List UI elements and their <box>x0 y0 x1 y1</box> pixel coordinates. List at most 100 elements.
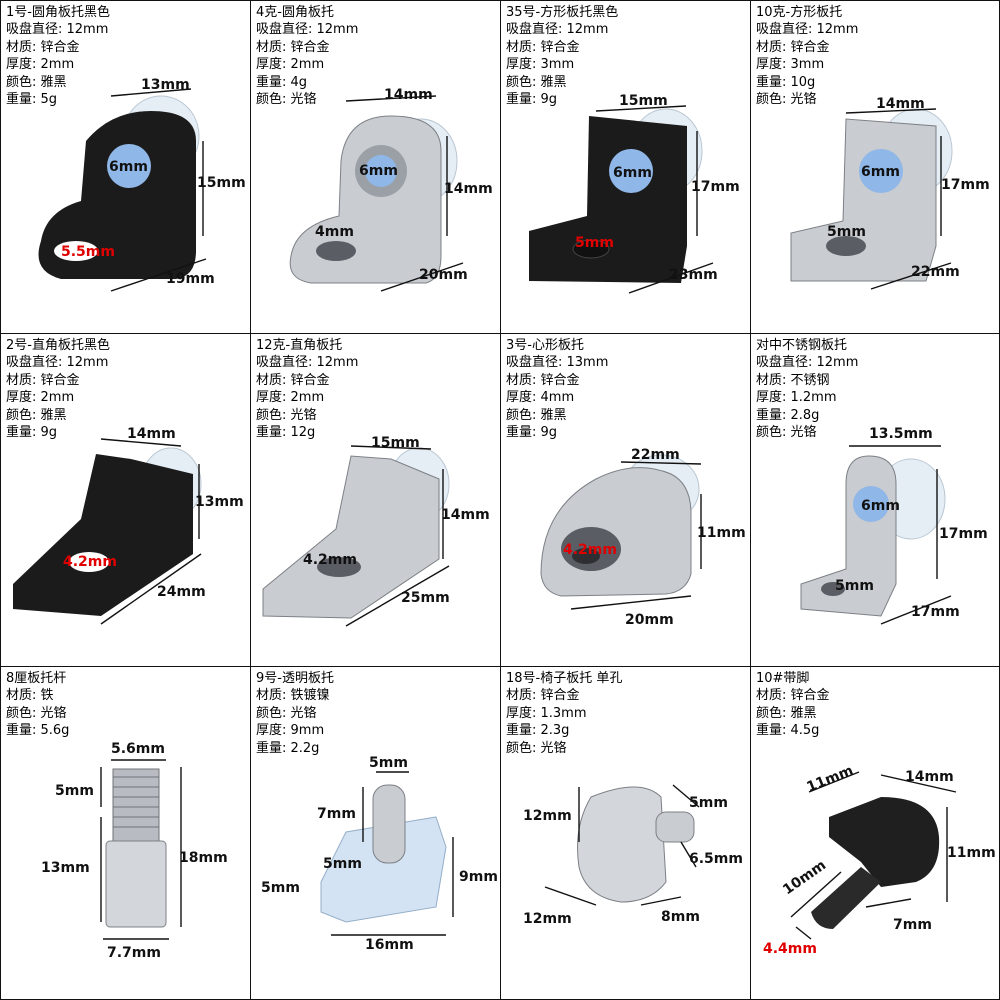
svg-text:14mm: 14mm <box>905 769 954 785</box>
black-square-bracket-icon: 15mm 17mm 23mm 6mm 5mm <box>529 93 740 294</box>
spec-line: 颜色: 雅黑 <box>6 407 67 423</box>
product-card: 5.6mm 5mm 13mm 18mm 7.7mm 8厘板托杆 材质: 铁 颜色… <box>0 666 251 1000</box>
spec-list: 2号-直角板托黑色 吸盘直径: 12mm 材质: 锌合金 厚度: 2mm 颜色:… <box>6 337 110 441</box>
spec-list: 3号-心形板托 吸盘直径: 13mm 材质: 锌合金 厚度: 4mm 颜色: 雅… <box>506 337 608 441</box>
black-round-bracket-icon: 13mm 15mm 19mm 6mm 5.5mm <box>38 77 246 292</box>
spec-line: 吸盘直径: 12mm <box>6 22 109 38</box>
svg-text:15mm: 15mm <box>619 93 668 109</box>
spec-line: 材质: 锌合金 <box>6 39 80 55</box>
svg-text:22mm: 22mm <box>631 447 680 463</box>
spec-line: 重量: 9g <box>506 92 558 108</box>
product-title: 12克-直角板托 <box>256 338 343 353</box>
spec-line: 重量: 2.3g <box>506 723 570 739</box>
spec-line: 材质: 锌合金 <box>756 39 830 55</box>
spec-line: 吸盘直径: 12mm <box>756 355 859 371</box>
svg-text:5.6mm: 5.6mm <box>111 741 165 757</box>
spec-list: 35号-方形板托黑色 吸盘直径: 12mm 材质: 锌合金 厚度: 3mm 颜色… <box>506 4 618 108</box>
spec-list: 8厘板托杆 材质: 铁 颜色: 光铬 重量: 5.6g <box>6 670 69 740</box>
svg-text:6mm: 6mm <box>613 165 652 181</box>
spec-line: 吸盘直径: 12mm <box>256 22 359 38</box>
spec-line: 颜色: 光铬 <box>256 705 317 721</box>
svg-text:4.2mm: 4.2mm <box>63 554 117 570</box>
svg-text:10mm: 10mm <box>780 857 829 898</box>
svg-text:4.2mm: 4.2mm <box>563 542 617 558</box>
svg-text:5mm: 5mm <box>575 235 614 251</box>
svg-text:4mm: 4mm <box>315 224 354 240</box>
spec-list: 12克-直角板托 吸盘直径: 12mm 材质: 锌合金 厚度: 2mm 颜色: … <box>256 337 358 441</box>
spec-line: 重量: 12g <box>256 425 316 441</box>
spec-line: 颜色: 光铬 <box>256 92 317 108</box>
product-card: 12mm 5mm 6.5mm 12mm 8mm 18号-椅子板托 单孔 材质: … <box>500 666 751 1000</box>
spec-list: 4克-圆角板托 吸盘直径: 12mm 材质: 锌合金 厚度: 2mm 重量: 4… <box>256 4 358 108</box>
spec-line: 吸盘直径: 13mm <box>506 355 609 371</box>
spec-line: 颜色: 光铬 <box>256 407 317 423</box>
chrome-square-bracket-icon: 14mm 17mm 22mm 6mm 5mm <box>790 96 990 290</box>
svg-text:14mm: 14mm <box>384 87 433 103</box>
spec-line: 材质: 锌合金 <box>756 688 830 704</box>
product-card: 13mm 15mm 19mm 6mm 5.5mm 1号-圆角板托黑色 吸盘直径:… <box>0 0 251 334</box>
spec-line: 吸盘直径: 12mm <box>506 22 609 38</box>
svg-text:17mm: 17mm <box>691 179 740 195</box>
svg-text:11mm: 11mm <box>805 763 856 796</box>
product-title: 3号-心形板托 <box>506 338 584 353</box>
spec-line: 厚度: 2mm <box>256 390 325 406</box>
product-title: 18号-椅子板托 单孔 <box>506 671 623 686</box>
spec-line: 重量: 2.2g <box>256 740 320 756</box>
spec-line: 重量: 2.8g <box>756 407 820 423</box>
spec-line: 厚度: 9mm <box>256 723 325 739</box>
svg-text:24mm: 24mm <box>157 584 206 600</box>
spec-list: 10克-方形板托 吸盘直径: 12mm 材质: 锌合金 厚度: 3mm 重量: … <box>756 4 858 108</box>
svg-text:22mm: 22mm <box>911 264 960 280</box>
svg-text:14mm: 14mm <box>444 181 493 197</box>
product-title: 1号-圆角板托黑色 <box>6 5 110 20</box>
svg-text:9mm: 9mm <box>459 869 498 885</box>
spec-line: 颜色: 光铬 <box>756 425 817 441</box>
spec-line: 重量: 9g <box>506 425 558 441</box>
spec-line: 材质: 锌合金 <box>256 39 330 55</box>
svg-text:5mm: 5mm <box>55 783 94 799</box>
svg-text:18mm: 18mm <box>179 850 228 866</box>
threaded-pin-icon: 5.6mm 5mm 13mm 18mm 7.7mm <box>41 741 228 961</box>
spec-line: 颜色: 雅黑 <box>6 74 67 90</box>
svg-text:5.5mm: 5.5mm <box>61 244 115 260</box>
spec-line: 颜色: 雅黑 <box>506 407 567 423</box>
svg-text:15mm: 15mm <box>371 435 420 451</box>
svg-text:17mm: 17mm <box>911 604 960 620</box>
svg-text:5mm: 5mm <box>827 224 866 240</box>
product-title: 8厘板托杆 <box>6 671 67 686</box>
svg-text:7.7mm: 7.7mm <box>107 945 161 961</box>
spec-list: 18号-椅子板托 单孔 材质: 锌合金 厚度: 1.3mm 重量: 2.3g 颜… <box>506 670 622 757</box>
svg-text:6mm: 6mm <box>861 164 900 180</box>
spec-line: 吸盘直径: 12mm <box>756 22 859 38</box>
product-title: 4克-圆角板托 <box>256 5 334 20</box>
black-right-angle-bracket-icon: 14mm 13mm 24mm 4.2mm <box>13 426 244 625</box>
svg-text:14mm: 14mm <box>127 426 176 442</box>
spec-line: 重量: 10g <box>756 74 816 90</box>
spec-line: 颜色: 雅黑 <box>756 705 817 721</box>
svg-text:5mm: 5mm <box>369 755 408 771</box>
svg-text:19mm: 19mm <box>166 271 215 287</box>
svg-text:13mm: 13mm <box>195 494 244 510</box>
spec-line: 材质: 铁 <box>6 688 54 704</box>
svg-text:13mm: 13mm <box>141 77 190 93</box>
svg-text:5mm: 5mm <box>323 856 362 872</box>
product-card: 15mm 14mm 25mm 4.2mm 12克-直角板托 吸盘直径: 12mm… <box>250 333 501 667</box>
spec-line: 重量: 5.6g <box>6 723 70 739</box>
svg-text:4.2mm: 4.2mm <box>303 552 357 568</box>
spec-line: 材质: 锌合金 <box>6 372 80 388</box>
chrome-right-angle-bracket-icon: 15mm 14mm 25mm 4.2mm <box>262 435 490 627</box>
svg-text:16mm: 16mm <box>365 937 414 953</box>
chrome-round-bracket-icon: 14mm 14mm 20mm 6mm 4mm <box>289 87 493 292</box>
product-title: 10#带脚 <box>756 671 810 686</box>
spec-list: 10#带脚 材质: 锌合金 颜色: 雅黑 重量: 4.5g <box>756 670 830 740</box>
product-card: 22mm 11mm 20mm 4.2mm 3号-心形板托 吸盘直径: 13mm … <box>500 333 751 667</box>
chrome-heart-bracket-icon: 22mm 11mm 20mm 4.2mm <box>540 447 746 628</box>
svg-text:12mm: 12mm <box>523 808 572 824</box>
svg-text:12mm: 12mm <box>523 911 572 927</box>
product-card: 11mm 14mm 11mm 10mm 7mm 4.4mm 10#带脚 材质: … <box>750 666 1000 1000</box>
spec-line: 厚度: 4mm <box>506 390 575 406</box>
svg-text:7mm: 7mm <box>893 917 932 933</box>
spec-line: 厚度: 1.2mm <box>756 390 837 406</box>
product-card: 13.5mm 17mm 17mm 6mm 5mm 对中不锈钢板托 吸盘直径: 1… <box>750 333 1000 667</box>
